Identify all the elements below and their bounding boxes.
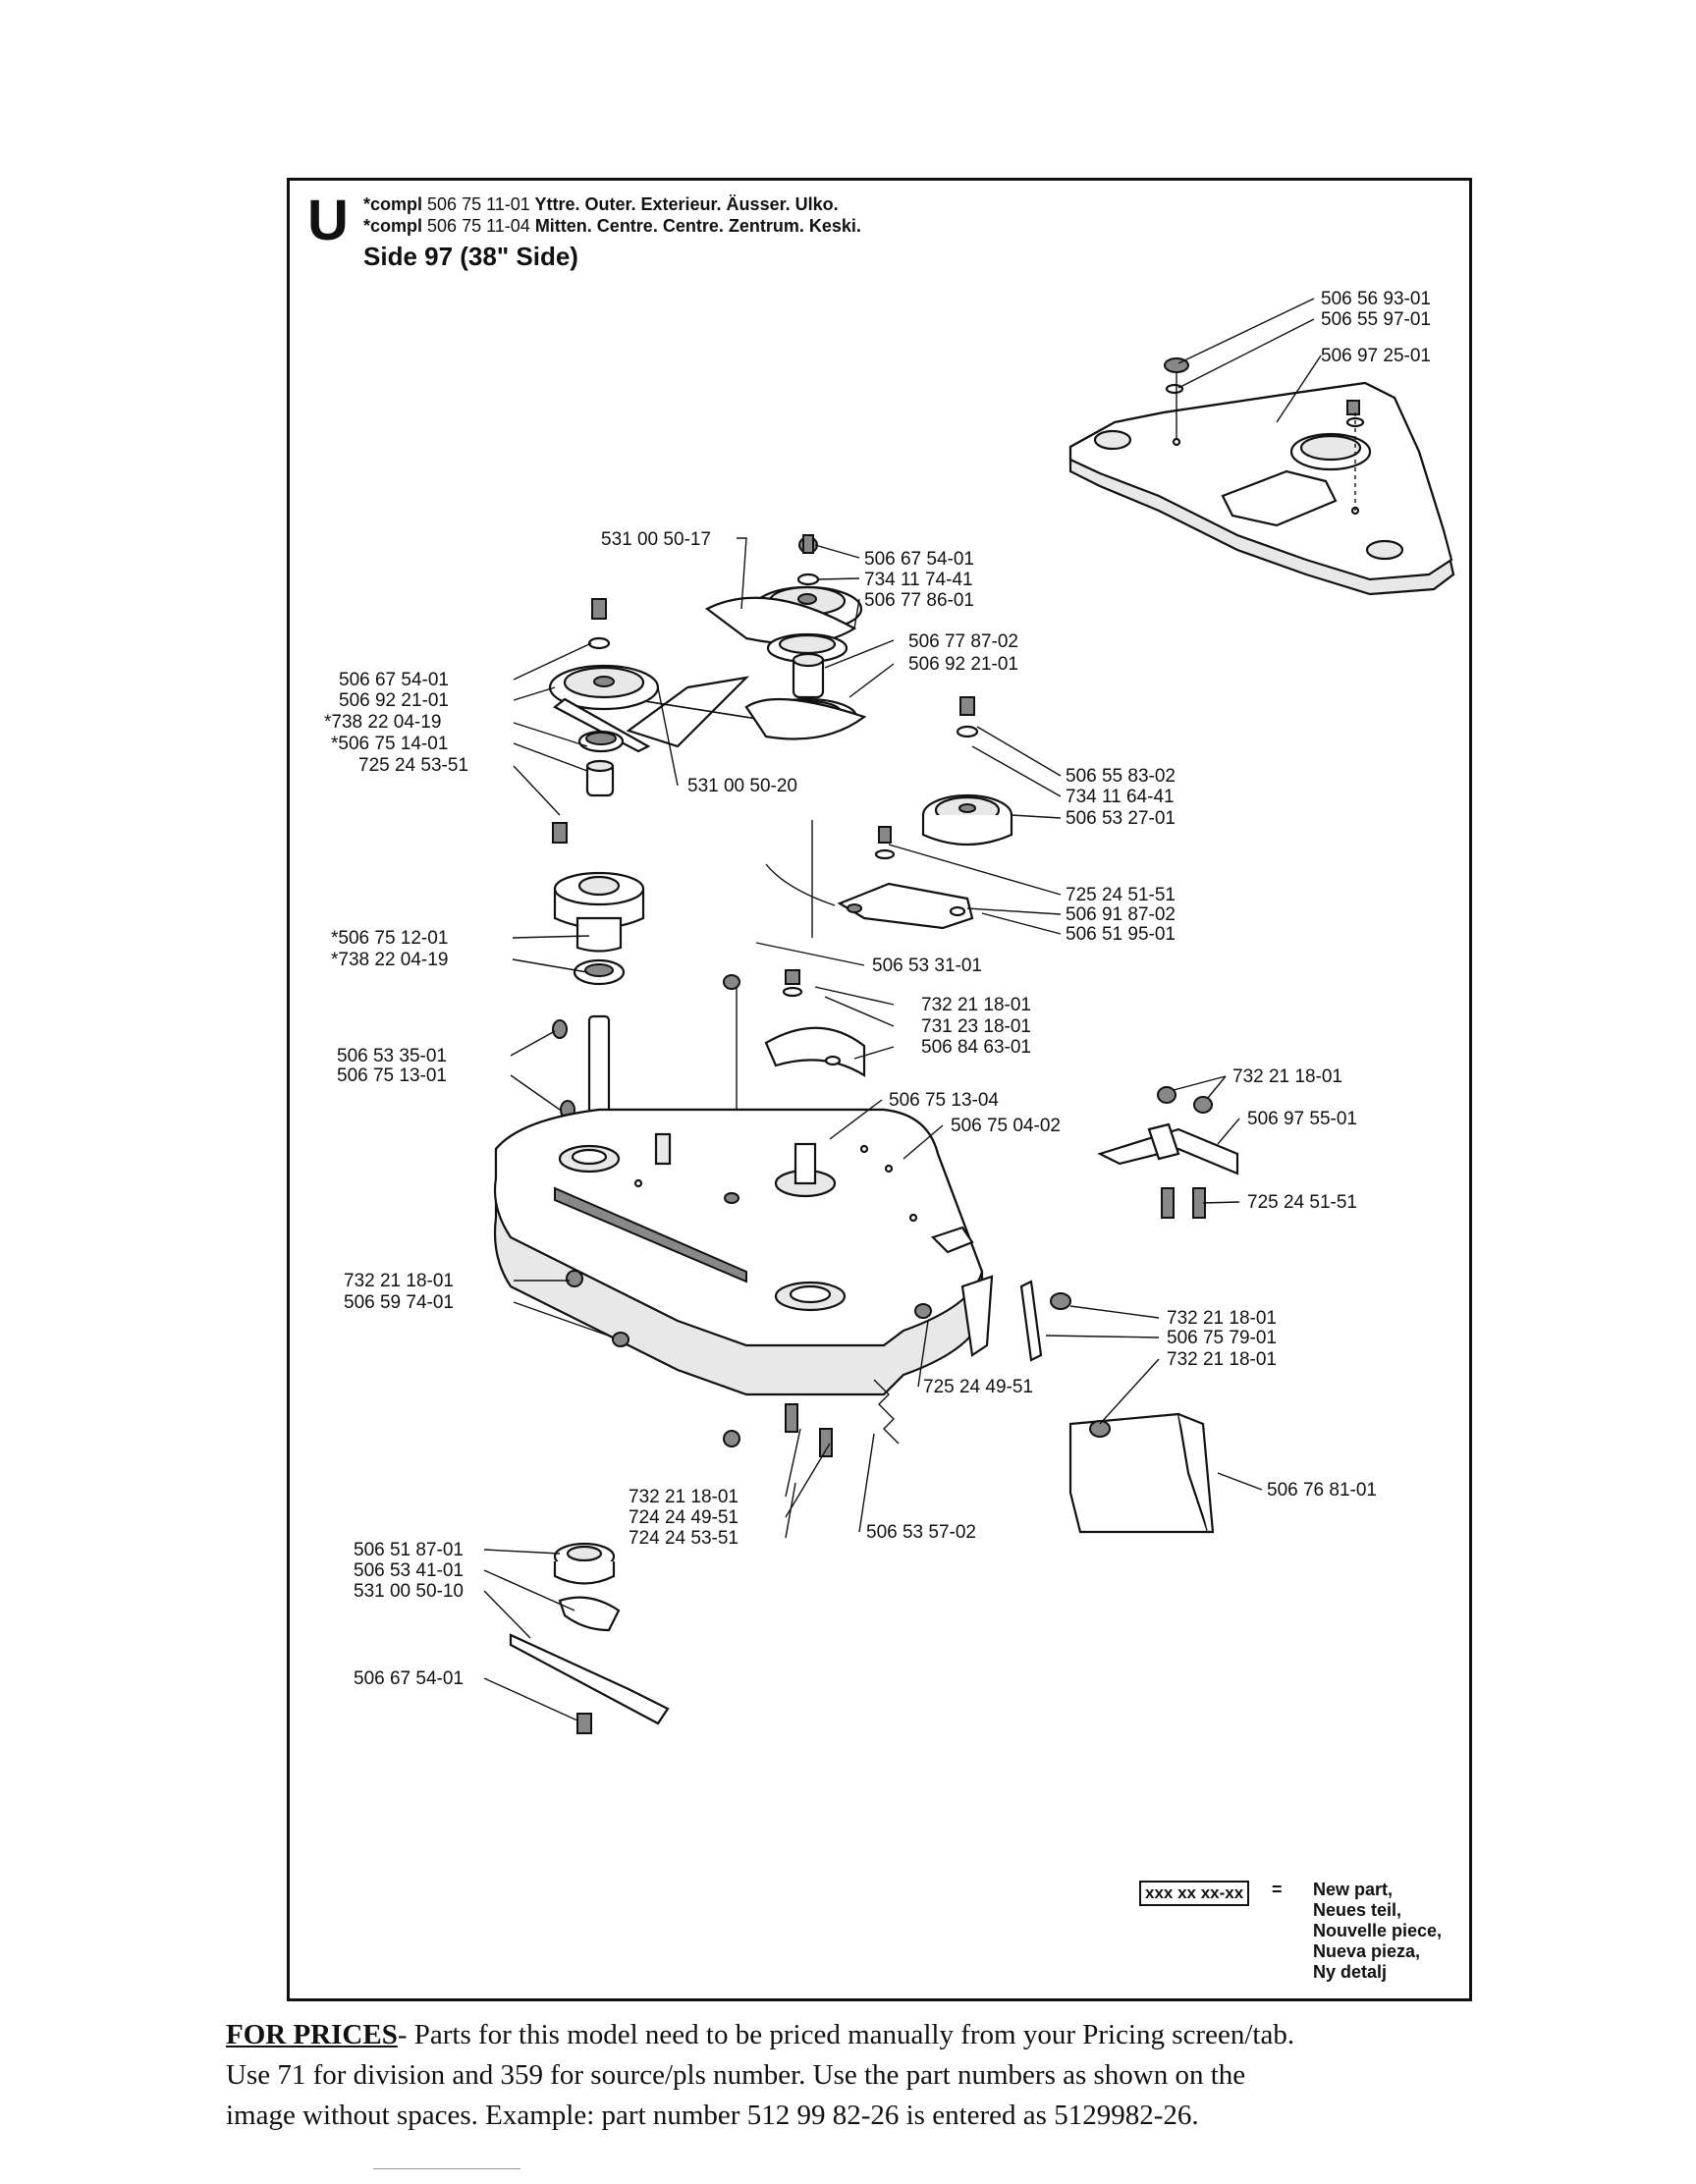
legend-new-part-box: xxx xx xx-xx xyxy=(1139,1881,1250,1906)
scan-artifact-line xyxy=(373,2168,520,2169)
part-label-506-92-21-01-a: 506 92 21-01 xyxy=(339,690,449,711)
page-subtitle: Side 97 (38" Side) xyxy=(363,242,578,271)
legend-line: Nouvelle piece, xyxy=(1313,1921,1443,1940)
legend-line: Nueva pieza, xyxy=(1313,1941,1421,1961)
part-label-506-75-79-01: 506 75 79-01 xyxy=(1167,1328,1277,1348)
pricing-note-line-1: FOR PRICES- Parts for this model need to… xyxy=(226,2015,1503,2055)
pricing-note-line-3: image without spaces. Example: part numb… xyxy=(226,2100,1199,2131)
part-label-731-23-18-01: 731 23 18-01 xyxy=(921,1016,1031,1037)
part-label-506-53-31-01: 506 53 31-01 xyxy=(872,956,982,976)
part-label-506-53-41-01: 506 53 41-01 xyxy=(354,1560,464,1581)
part-labels: 506 56 93-01 506 55 97-01 506 97 25-01 5… xyxy=(324,289,1431,1689)
header-line-1-text: Yttre. Outer. Exterieur. Äusser. Ulko. xyxy=(534,194,839,214)
part-label-506-67-54-01-c: 506 67 54-01 xyxy=(354,1668,464,1689)
part-label-506-67-54-01-b: 506 67 54-01 xyxy=(339,670,449,690)
blade-assembly xyxy=(509,1542,670,1734)
legend-line: New part, xyxy=(1313,1880,1394,1899)
side-bracket xyxy=(1097,1086,1239,1219)
part-label-506-91-87-02: 506 91 87-02 xyxy=(1066,904,1176,925)
header-line-2-part: 506 75 11-04 xyxy=(427,216,530,236)
pricing-note: FOR PRICES- Parts for this model need to… xyxy=(226,2015,1503,2136)
pricing-note-line-2: Use 71 for division and 359 for source/p… xyxy=(226,2059,1246,2091)
pricing-note-heading: FOR PRICES xyxy=(226,2019,398,2050)
part-label-732-21-18-01-c: 732 21 18-01 xyxy=(344,1271,454,1291)
part-label-506-75-14-01: *506 75 14-01 xyxy=(331,734,448,754)
discharge-deflector xyxy=(566,1270,1215,1534)
center-bracket xyxy=(723,969,866,1077)
header-line-2-prefix: *compl xyxy=(363,216,423,236)
part-label-732-21-18-01-f: 732 21 18-01 xyxy=(629,1487,739,1507)
legend-equals: = xyxy=(1272,1880,1283,1899)
cover-plate xyxy=(1068,357,1455,596)
section-letter: U xyxy=(307,189,349,252)
part-label-506-75-12-01: *506 75 12-01 xyxy=(331,928,448,949)
part-label-506-51-95-01: 506 51 95-01 xyxy=(1066,924,1176,945)
header-line-2-text: Mitten. Centre. Centre. Zentrum. Keski. xyxy=(534,216,861,236)
part-label-506-53-27-01: 506 53 27-01 xyxy=(1066,808,1176,829)
pricing-note-line-1-text: - Parts for this model need to be priced… xyxy=(397,2019,1295,2050)
part-label-506-97-55-01: 506 97 55-01 xyxy=(1247,1109,1357,1129)
legend-text: New part, Neues teil, Nouvelle piece, Nu… xyxy=(1313,1880,1442,1983)
part-label-506-84-63-01: 506 84 63-01 xyxy=(921,1037,1031,1058)
spindle-housing xyxy=(552,822,645,1126)
part-label-506-76-81-01: 506 76 81-01 xyxy=(1267,1480,1377,1501)
header-line-1: *compl 506 75 11-01 Yttre. Outer. Exteri… xyxy=(363,194,839,215)
part-label-506-97-25-01: 506 97 25-01 xyxy=(1321,346,1431,366)
belt-pulley-assembly xyxy=(548,534,867,797)
part-label-732-21-18-01-a: 732 21 18-01 xyxy=(921,995,1031,1015)
legend-line: Ny detalj xyxy=(1313,1962,1388,1982)
diagram-frame xyxy=(287,178,1472,2001)
part-label-506-77-86-01: 506 77 86-01 xyxy=(864,590,974,611)
part-label-506-55-97-01: 506 55 97-01 xyxy=(1321,309,1431,330)
part-label-506-75-13-04: 506 75 13-04 xyxy=(889,1090,999,1111)
leader-lines xyxy=(483,298,1322,1721)
part-label-725-24-51-51-b: 725 24 51-51 xyxy=(1247,1192,1357,1213)
part-label-732-21-18-01-b: 732 21 18-01 xyxy=(1232,1066,1342,1087)
part-label-531-00-50-20: 531 00 50-20 xyxy=(687,776,797,796)
legend-line: Neues teil, xyxy=(1313,1900,1402,1920)
part-label-506-92-21-01-b: 506 92 21-01 xyxy=(908,654,1018,675)
part-label-506-56-93-01: 506 56 93-01 xyxy=(1321,289,1431,309)
part-label-531-00-50-17: 531 00 50-17 xyxy=(601,529,711,550)
part-label-725-24-51-51-a: 725 24 51-51 xyxy=(1066,885,1176,905)
header-line-2: *compl 506 75 11-04 Mitten. Centre. Cent… xyxy=(363,216,861,237)
part-label-734-11-64-41: 734 11 64-41 xyxy=(1066,787,1175,807)
header-line-1-prefix: *compl xyxy=(363,194,423,214)
part-label-506-67-54-01-a: 506 67 54-01 xyxy=(864,549,974,570)
part-label-506-53-57-02: 506 53 57-02 xyxy=(866,1522,976,1543)
part-label-506-59-74-01: 506 59 74-01 xyxy=(344,1292,454,1313)
part-label-531-00-50-10: 531 00 50-10 xyxy=(354,1581,464,1602)
part-label-506-77-87-02: 506 77 87-02 xyxy=(908,631,1018,652)
part-label-506-55-83-02: 506 55 83-02 xyxy=(1066,766,1176,787)
part-label-506-53-35-01: 506 53 35-01 xyxy=(337,1046,447,1066)
part-label-506-75-13-01: 506 75 13-01 xyxy=(337,1065,447,1086)
part-label-732-21-18-01-d: 732 21 18-01 xyxy=(1167,1308,1277,1329)
part-label-506-51-87-01: 506 51 87-01 xyxy=(354,1540,464,1560)
part-label-738-22-04-19-a: *738 22 04-19 xyxy=(324,712,441,733)
header-line-1-part: 506 75 11-01 xyxy=(427,194,530,214)
deck-housing xyxy=(493,1108,994,1396)
part-label-738-22-04-19-b: *738 22 04-19 xyxy=(331,950,448,970)
part-label-734-11-74-41: 734 11 74-41 xyxy=(864,570,973,590)
part-label-725-24-53-51: 725 24 53-51 xyxy=(358,755,468,776)
part-label-732-21-18-01-e: 732 21 18-01 xyxy=(1167,1349,1277,1370)
part-label-725-24-49-51: 725 24 49-51 xyxy=(923,1377,1033,1397)
part-label-506-75-04-02: 506 75 04-02 xyxy=(951,1116,1061,1136)
part-label-724-24-53-51: 724 24 53-51 xyxy=(629,1528,739,1549)
idler-assembly xyxy=(736,696,1013,1169)
part-label-724-24-49-51: 724 24 49-51 xyxy=(629,1507,739,1528)
